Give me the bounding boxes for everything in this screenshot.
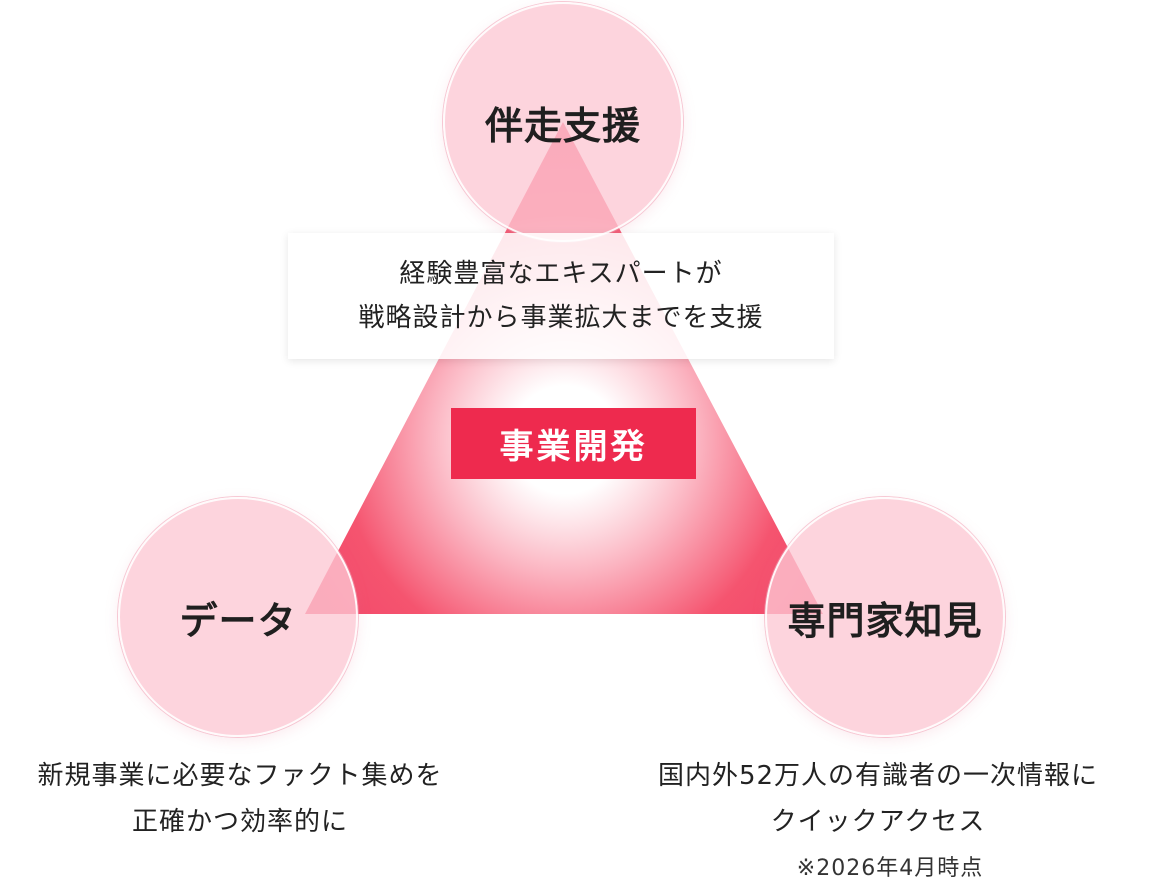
node-support-label: 伴走支援 xyxy=(484,103,641,148)
caption-data: 新規事業に必要なファクト集めを 正確かつ効率的に xyxy=(0,753,480,845)
node-data-label: データ xyxy=(179,598,297,643)
callout-line-1: 経験豊富なエキスパートが xyxy=(399,259,723,289)
triangle-shape xyxy=(305,122,823,614)
footnote: ※2026年4月時点 xyxy=(796,856,984,881)
support-callout: 経験豊富なエキスパートが 戦略設計から事業拡大までを支援 xyxy=(288,233,834,359)
center-badge: 事業開発 xyxy=(451,408,696,479)
caption-data-line-2: 正確かつ効率的に xyxy=(131,807,348,837)
caption-data-line-1: 新規事業に必要なファクト集めを xyxy=(37,761,443,791)
callout-line-2: 戦略設計から事業拡大までを支援 xyxy=(358,303,764,333)
node-expert-knowledge: 専門家知見 xyxy=(765,497,1005,737)
node-support: 伴走支援 xyxy=(443,2,683,242)
center-badge-label: 事業開発 xyxy=(499,427,648,467)
caption-expert-line-2: クイックアクセス xyxy=(770,807,986,837)
caption-expert: 国内外52万人の有識者の一次情報に クイックアクセス xyxy=(600,753,1156,845)
caption-expert-line-1: 国内外52万人の有識者の一次情報に xyxy=(657,761,1099,791)
node-expert-knowledge-label: 専門家知見 xyxy=(787,598,983,643)
node-data: データ xyxy=(118,497,358,737)
